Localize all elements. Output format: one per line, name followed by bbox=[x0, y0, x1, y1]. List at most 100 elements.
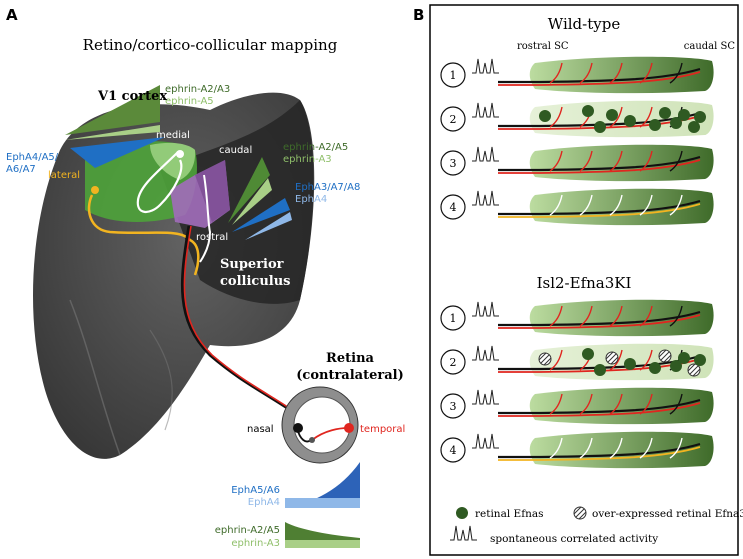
axon-branch bbox=[609, 106, 623, 128]
retinal-efna-marker bbox=[582, 348, 594, 360]
retinal-efna-marker bbox=[539, 110, 551, 122]
retinal-efna-marker bbox=[624, 358, 636, 370]
stage-number-circle bbox=[440, 62, 466, 88]
stage-number-circle bbox=[440, 437, 466, 463]
retinal-efna-marker bbox=[649, 362, 661, 374]
medial-label: medial bbox=[156, 130, 190, 141]
legend-retinal-efnas-marker bbox=[456, 507, 468, 519]
stage-row-1: 1 bbox=[440, 56, 714, 94]
temporal-cell bbox=[344, 423, 354, 433]
axon-branch bbox=[549, 349, 563, 371]
activity-trace bbox=[472, 146, 499, 162]
axon-branch bbox=[549, 150, 563, 172]
retinal-efna-marker bbox=[670, 117, 682, 129]
axon-branch bbox=[669, 62, 683, 84]
axon-branch bbox=[669, 393, 683, 415]
retinal-efna-marker bbox=[694, 111, 706, 123]
eph-left-label-2: A6/A7 bbox=[6, 164, 36, 175]
knockin-title: Isl2-Efna3KI bbox=[537, 274, 632, 292]
axon-branch bbox=[639, 349, 653, 371]
retinal-efna-marker bbox=[594, 121, 606, 133]
wildtype-title: Wild-type bbox=[548, 15, 621, 33]
retinal-axon-colored bbox=[498, 71, 701, 86]
retina-eye-diagram bbox=[281, 386, 359, 464]
stage-number-circle bbox=[440, 106, 466, 132]
stage-number: 3 bbox=[450, 157, 457, 170]
sc-ephrin-wedge bbox=[228, 157, 270, 223]
stage-number-circle bbox=[440, 305, 466, 331]
sc-label-2: colliculus bbox=[220, 274, 290, 289]
retinal-efna-marker bbox=[678, 109, 690, 121]
stage-number-circle bbox=[440, 194, 466, 220]
activity-trace bbox=[472, 433, 499, 449]
retinal-efna-marker bbox=[582, 105, 594, 117]
retinal-efna-marker bbox=[594, 364, 606, 376]
stage-number: 3 bbox=[450, 400, 457, 413]
axon-branch bbox=[579, 305, 593, 327]
stage-row-3: 3 bbox=[440, 144, 714, 182]
retina-eph-top-label: EphA5/A6 bbox=[231, 485, 280, 496]
legend-activity-trace bbox=[450, 525, 477, 541]
sc-label-1: Superior bbox=[220, 257, 284, 272]
eph-left-label-1: EphA4/A5/ bbox=[6, 152, 59, 163]
rostral-sc-label: rostral SC bbox=[517, 41, 569, 52]
stage-number: 4 bbox=[450, 201, 457, 214]
axon-branch bbox=[669, 194, 683, 216]
sc-ephrin-top-label: ephrin-A2/A5 bbox=[283, 142, 348, 153]
retinal-efna-marker bbox=[678, 352, 690, 364]
stage-number-circle bbox=[440, 150, 466, 176]
retinal-efna-marker bbox=[688, 121, 700, 133]
axon-branch bbox=[639, 106, 653, 128]
axon-branch bbox=[549, 305, 563, 327]
caudal-sc-label: caudal SC bbox=[684, 41, 736, 52]
retina-ephrin-top-label: ephrin-A2/A5 bbox=[215, 525, 280, 536]
v1-eph-wedge bbox=[70, 137, 165, 168]
axon-branch bbox=[639, 62, 653, 84]
axon-branch bbox=[639, 393, 653, 415]
axon-branch bbox=[669, 305, 683, 327]
stage-row-2: 2 bbox=[440, 343, 714, 381]
activity-trace bbox=[472, 102, 499, 118]
axon-branch bbox=[579, 437, 593, 459]
retinal-axon-colored bbox=[498, 402, 701, 417]
temporal-label: temporal bbox=[360, 424, 405, 435]
v1-medial-region bbox=[150, 142, 196, 180]
retino-axon-red bbox=[183, 225, 308, 421]
retinal-axon bbox=[498, 199, 701, 216]
panel-b-letter: B bbox=[413, 6, 424, 24]
lateral-label: lateral bbox=[48, 170, 80, 181]
over-expressed-efna3-marker bbox=[538, 352, 552, 366]
retinal-axon bbox=[498, 398, 701, 415]
axon-branch bbox=[549, 393, 563, 415]
retinal-axon-colored bbox=[498, 203, 701, 218]
axon-branch bbox=[609, 305, 623, 327]
legend-retinal-efnas-label: retinal Efnas bbox=[475, 508, 544, 520]
axon-branch bbox=[639, 437, 653, 459]
retinal-efna-marker bbox=[694, 354, 706, 366]
stage-row-3: 3 bbox=[440, 387, 714, 425]
stage-number-circle bbox=[440, 393, 466, 419]
axon-branch bbox=[549, 106, 563, 128]
retinal-axon-colored bbox=[498, 314, 701, 329]
over-expressed-efna3-marker bbox=[605, 351, 619, 365]
stage-number: 4 bbox=[450, 444, 457, 457]
nasal-label: nasal bbox=[247, 424, 274, 435]
retina-ephrin-bottom-label: ephrin-A3 bbox=[231, 538, 280, 549]
v1-label: V1 cortex bbox=[97, 89, 167, 104]
retinal-efna-marker bbox=[624, 115, 636, 127]
caudal-label: caudal bbox=[219, 145, 252, 156]
axon-branch bbox=[609, 194, 623, 216]
nasal-cell bbox=[293, 423, 303, 433]
stage-row-4: 4 bbox=[440, 431, 714, 469]
axon-branch bbox=[609, 437, 623, 459]
over-expressed-efna3-marker bbox=[687, 363, 701, 377]
stage-number: 1 bbox=[450, 69, 457, 82]
retina-label-2: (contralateral) bbox=[296, 368, 403, 383]
axon-branch bbox=[609, 349, 623, 371]
axon-branch bbox=[609, 150, 623, 172]
legend-over-expressed-label: over-expressed retinal Efna3 bbox=[592, 508, 743, 520]
axon-branch bbox=[609, 62, 623, 84]
sc-eph-wedge bbox=[232, 198, 290, 232]
